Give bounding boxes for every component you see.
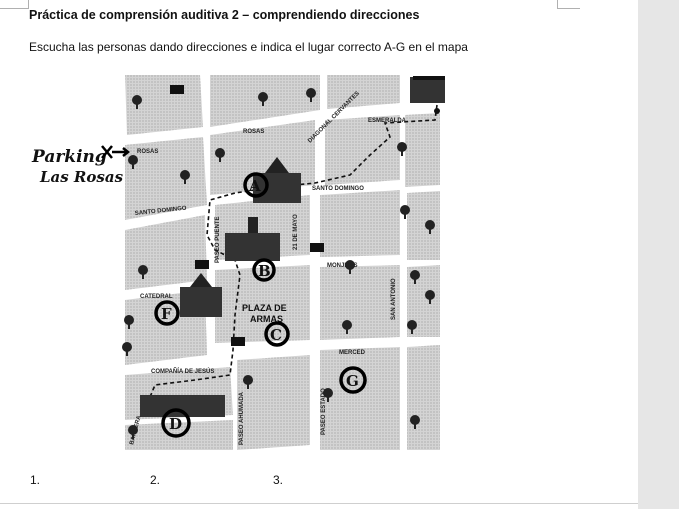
marker-label: D	[169, 415, 182, 433]
street-label: PASEO ESTADO	[321, 388, 327, 435]
marker-label: A	[248, 177, 261, 195]
answer-number: 3.	[273, 473, 284, 487]
page-corner-mark	[0, 0, 29, 9]
route-path	[149, 104, 438, 398]
street-label: MERCED	[339, 350, 366, 356]
parking-label: Las Rosas	[39, 168, 124, 186]
plaza-label: ARMAS	[250, 314, 283, 324]
street-label: PASEO AHUMADA	[239, 391, 245, 445]
city-map: ROSAS ROSAS DIAGONAL CERVANTES ESMERALDA…	[122, 75, 445, 450]
street-label: CATEDRAL	[140, 294, 173, 300]
tree-icons	[122, 88, 435, 439]
answer-number: 1.	[30, 473, 41, 487]
answer-markers	[154, 172, 367, 438]
document-title: Práctica de comprensión auditiva 2 – com…	[29, 8, 420, 22]
metro-sign-icons	[170, 85, 324, 346]
arrow-icon	[101, 145, 131, 159]
location-pin-icon	[434, 108, 440, 114]
street-label: SANTO DOMINGO	[312, 186, 364, 192]
street-label: SAN ANTONIO	[391, 278, 397, 320]
marker-label: C	[270, 326, 282, 344]
street-label: COMPAÑÍA DE JESÚS	[151, 367, 214, 375]
street-label: 21 DE MAYO	[293, 214, 299, 250]
street-label: PASEO PUENTE	[215, 216, 221, 263]
parking-label: Parking	[31, 147, 107, 167]
street-label: SANTO DOMINGO	[135, 206, 188, 217]
marker-label: F	[161, 305, 172, 323]
answer-number: 2.	[150, 473, 161, 487]
marker-label: B	[258, 262, 271, 280]
parking-note: Parking Las Rosas	[31, 145, 131, 186]
street-label: ROSAS	[137, 149, 158, 155]
plaza-label: PLAZA DE	[242, 303, 287, 313]
marker-label: G	[346, 372, 359, 390]
street-label: ROSAS	[243, 129, 264, 135]
page-corner-mark	[557, 0, 580, 9]
street-label: ESMERALDA	[368, 118, 407, 124]
page-divider	[0, 503, 638, 504]
building-icons	[140, 76, 445, 417]
instructions-text: Escucha las personas dando direcciones e…	[29, 40, 468, 54]
window-gutter	[638, 0, 679, 509]
street-label: MONJITAS	[327, 263, 358, 269]
map-blocks	[125, 75, 440, 450]
